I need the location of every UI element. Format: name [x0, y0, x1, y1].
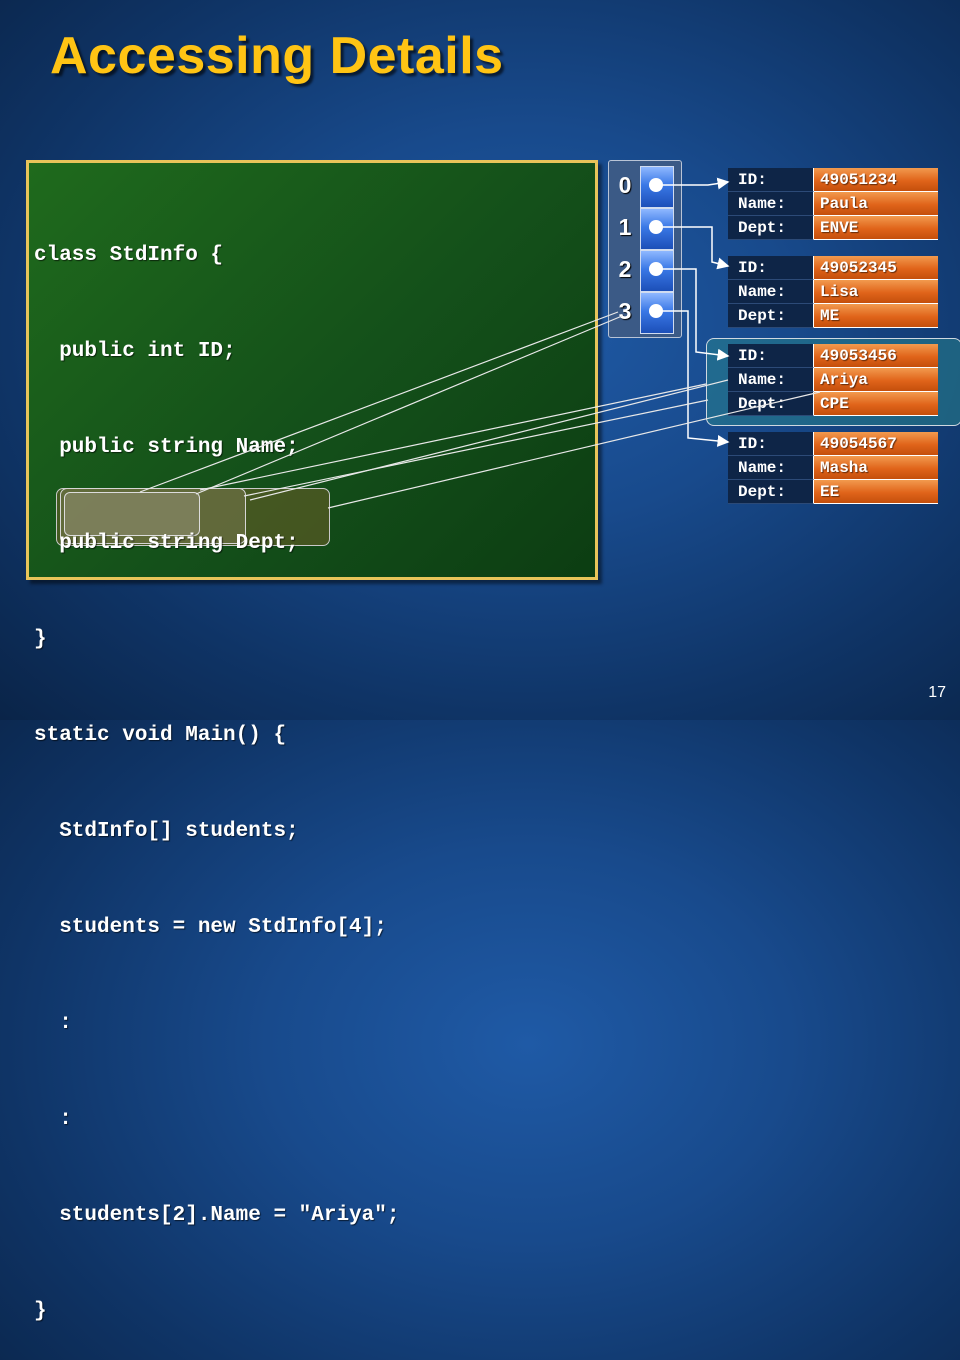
record-name: Masha — [814, 456, 938, 480]
student-record-2: ID:49053456 Name:Ariya Dept:CPE — [728, 344, 938, 416]
array-index-3: 3 — [618, 298, 632, 324]
pointer-arrow-0 — [656, 177, 730, 190]
record-id: 49054567 — [814, 432, 938, 456]
code-line: students = new StdInfo[4]; — [34, 916, 387, 939]
record-label: ID: — [728, 168, 814, 192]
record-id: 49052345 — [814, 256, 938, 280]
code-line: : — [34, 1108, 72, 1131]
pointer-arrow-2 — [656, 268, 730, 361]
record-label: Name: — [728, 192, 814, 216]
code-line: } — [34, 628, 47, 651]
code-line: public int ID; — [34, 340, 236, 363]
record-label: Name: — [728, 280, 814, 304]
callout-line-name-b — [327, 391, 821, 509]
pointer-arrow-3 — [656, 310, 730, 447]
record-dept: CPE — [814, 392, 938, 416]
record-label: ID: — [728, 432, 814, 456]
code-line: public string Dept; — [34, 532, 299, 555]
slide-title: Accessing Details — [50, 27, 504, 85]
record-dept: ENVE — [814, 216, 938, 240]
callout-line-index — [199, 383, 707, 491]
array-cell-1 — [640, 208, 674, 250]
callout-line-variable — [139, 311, 619, 493]
record-name: Ariya — [814, 368, 938, 392]
pointer-arrow-1 — [656, 226, 730, 270]
student-record-1: ID:49052345 Name:Lisa Dept:ME — [728, 256, 938, 328]
array-index-0: 0 — [618, 172, 632, 198]
callout-line-index-b — [243, 399, 709, 497]
record-label: Dept: — [728, 216, 814, 240]
code-line: class StdInfo { — [34, 244, 224, 267]
record-name: Lisa — [814, 280, 938, 304]
record-id: 49051234 — [814, 168, 938, 192]
connector-overlay — [139, 177, 821, 509]
record-label: Name: — [728, 368, 814, 392]
array-index-1: 1 — [618, 214, 632, 240]
student-record-3: ID:49054567 Name:Masha Dept:EE — [728, 432, 938, 504]
code-line: static void Main() { — [34, 724, 287, 747]
highlight-array-variable — [64, 492, 200, 536]
record-label: Name: — [728, 456, 814, 480]
code-line: public string Name; — [34, 436, 299, 459]
student-record-0: ID:49051234 Name:Paula Dept:ENVE — [728, 168, 938, 240]
record-label: Dept: — [728, 304, 814, 328]
record-label: Dept: — [728, 480, 814, 504]
record-name: Paula — [814, 192, 938, 216]
page-number: 17 — [928, 684, 946, 701]
code-line: : — [34, 1012, 72, 1035]
callout-line-name — [249, 379, 729, 501]
array-index-2: 2 — [618, 256, 632, 282]
record-dept: ME — [814, 304, 938, 328]
callout-line-variable-b — [195, 315, 623, 495]
record-id: 49053456 — [814, 344, 938, 368]
record-label: ID: — [728, 344, 814, 368]
record-dept: EE — [814, 480, 938, 504]
record-label: ID: — [728, 256, 814, 280]
code-line: StdInfo[] students; — [34, 820, 299, 843]
code-line: students[2].Name = "Ariya"; — [34, 1204, 400, 1227]
code-line: } — [34, 1300, 47, 1323]
